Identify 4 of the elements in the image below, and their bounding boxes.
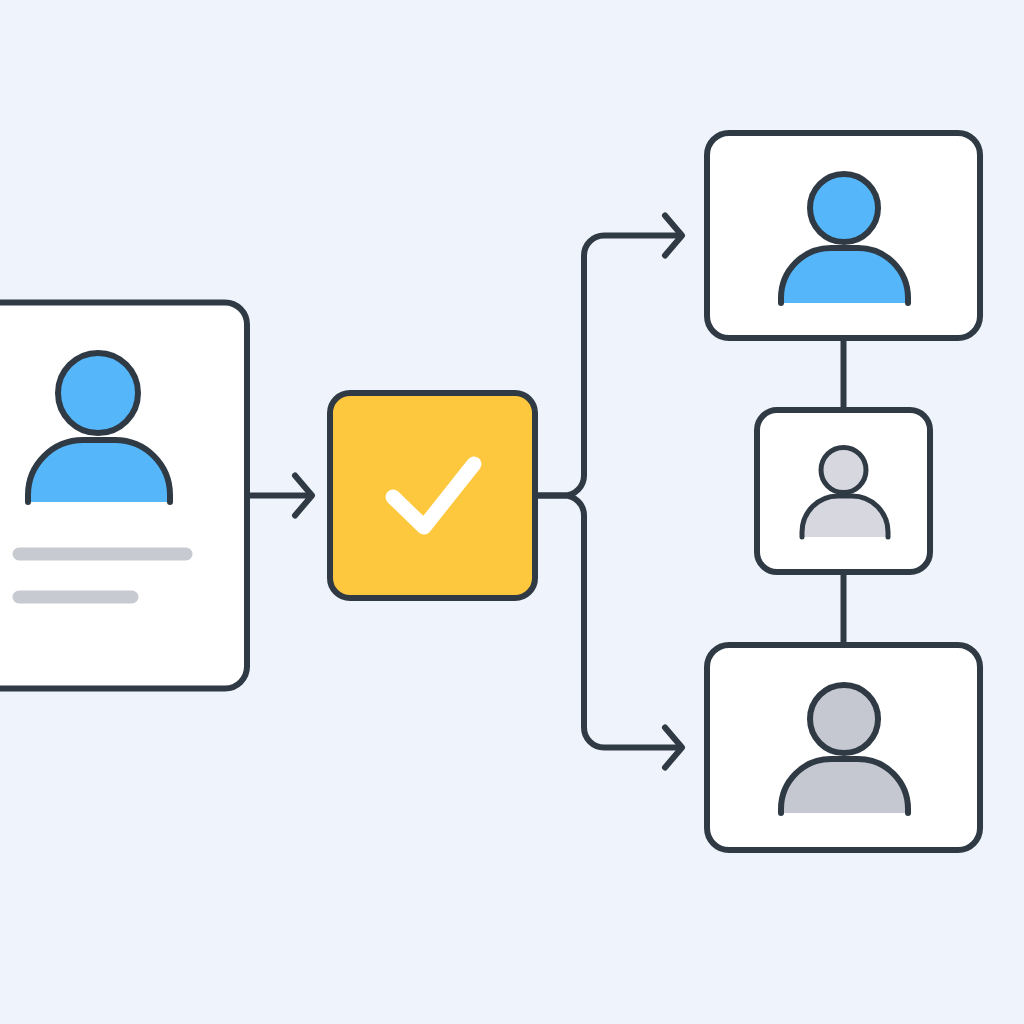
connector-line bbox=[840, 575, 847, 642]
check-tile bbox=[327, 390, 538, 601]
arrow bbox=[538, 492, 685, 771]
connector-line bbox=[840, 341, 847, 407]
